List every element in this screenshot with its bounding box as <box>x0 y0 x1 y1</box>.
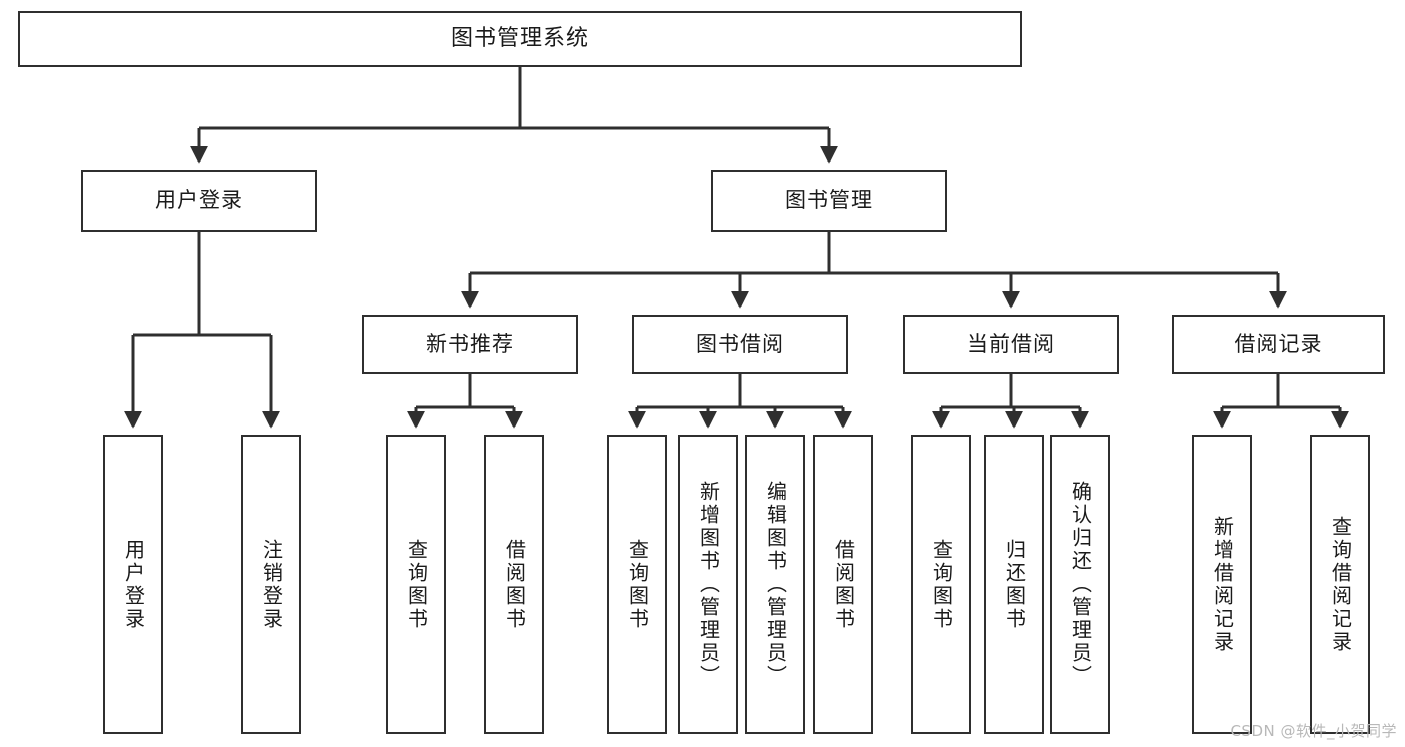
leaf-query-book-1-label: 查询图书 <box>404 538 429 631</box>
node-current-borrow-label: 当前借阅 <box>967 331 1055 356</box>
node-root-label: 图书管理系统 <box>450 25 589 51</box>
node-current-borrow[interactable]: 当前借阅 <box>903 315 1119 374</box>
node-root-system[interactable]: 图书管理系统 <box>18 11 1022 67</box>
leaf-edit-book-admin[interactable]: 编辑图书（管理员） <box>745 435 805 734</box>
leaf-user-logout[interactable]: 注销登录 <box>241 435 301 734</box>
leaf-user-login[interactable]: 用户登录 <box>103 435 163 734</box>
node-book-borrow[interactable]: 图书借阅 <box>632 315 848 374</box>
node-book-management-label: 图书管理 <box>785 188 873 213</box>
edges-root-to-level2 <box>190 67 838 164</box>
leaf-query-book-2[interactable]: 查询图书 <box>607 435 667 734</box>
leaf-query-book-2-label: 查询图书 <box>625 538 650 631</box>
node-new-book-recommend[interactable]: 新书推荐 <box>362 315 578 374</box>
edges-borrowrecord-to-leaves <box>1213 374 1349 429</box>
edges-userlogin-to-leaves <box>124 232 280 429</box>
node-book-management[interactable]: 图书管理 <box>711 170 947 232</box>
leaf-borrow-book-2-label: 借阅图书 <box>831 538 856 631</box>
leaf-return-book-label: 归还图书 <box>1002 538 1027 631</box>
leaf-add-book-admin[interactable]: 新增图书（管理员） <box>678 435 738 734</box>
watermark-text: CSDN @软件_小贺同学 <box>1230 722 1397 740</box>
node-user-login[interactable]: 用户登录 <box>81 170 317 232</box>
leaf-borrow-book-2[interactable]: 借阅图书 <box>813 435 873 734</box>
leaf-query-book-3-label: 查询图书 <box>929 538 954 631</box>
leaf-add-book-admin-label: 新增图书（管理员） <box>696 481 721 688</box>
leaf-edit-book-admin-label: 编辑图书（管理员） <box>763 481 788 688</box>
leaf-query-book-1[interactable]: 查询图书 <box>386 435 446 734</box>
node-book-borrow-label: 图书借阅 <box>696 331 784 356</box>
leaf-query-book-3[interactable]: 查询图书 <box>911 435 971 734</box>
edges-newbook-to-leaves <box>407 374 523 429</box>
node-new-book-recommend-label: 新书推荐 <box>426 331 514 356</box>
leaf-borrow-book-1[interactable]: 借阅图书 <box>484 435 544 734</box>
node-borrow-record[interactable]: 借阅记录 <box>1172 315 1385 374</box>
leaf-confirm-return-admin[interactable]: 确认归还（管理员） <box>1050 435 1110 734</box>
leaf-add-borrow-record[interactable]: 新增借阅记录 <box>1192 435 1252 734</box>
edges-bookborrow-to-leaves <box>628 374 852 429</box>
node-user-login-label: 用户登录 <box>155 188 243 213</box>
leaf-user-logout-label: 注销登录 <box>259 538 284 631</box>
node-borrow-record-label: 借阅记录 <box>1234 331 1323 356</box>
leaf-confirm-return-admin-label: 确认归还（管理员） <box>1068 481 1093 688</box>
leaf-user-login-label: 用户登录 <box>121 538 146 631</box>
leaf-query-borrow-record-label: 查询借阅记录 <box>1328 515 1353 654</box>
leaf-return-book[interactable]: 归还图书 <box>984 435 1044 734</box>
leaf-add-borrow-record-label: 新增借阅记录 <box>1210 515 1235 654</box>
leaf-borrow-book-1-label: 借阅图书 <box>502 538 527 631</box>
edges-bookmgmt-to-level3 <box>461 232 1287 309</box>
edges-currentborrow-to-leaves <box>932 374 1089 429</box>
leaf-query-borrow-record[interactable]: 查询借阅记录 <box>1310 435 1370 734</box>
